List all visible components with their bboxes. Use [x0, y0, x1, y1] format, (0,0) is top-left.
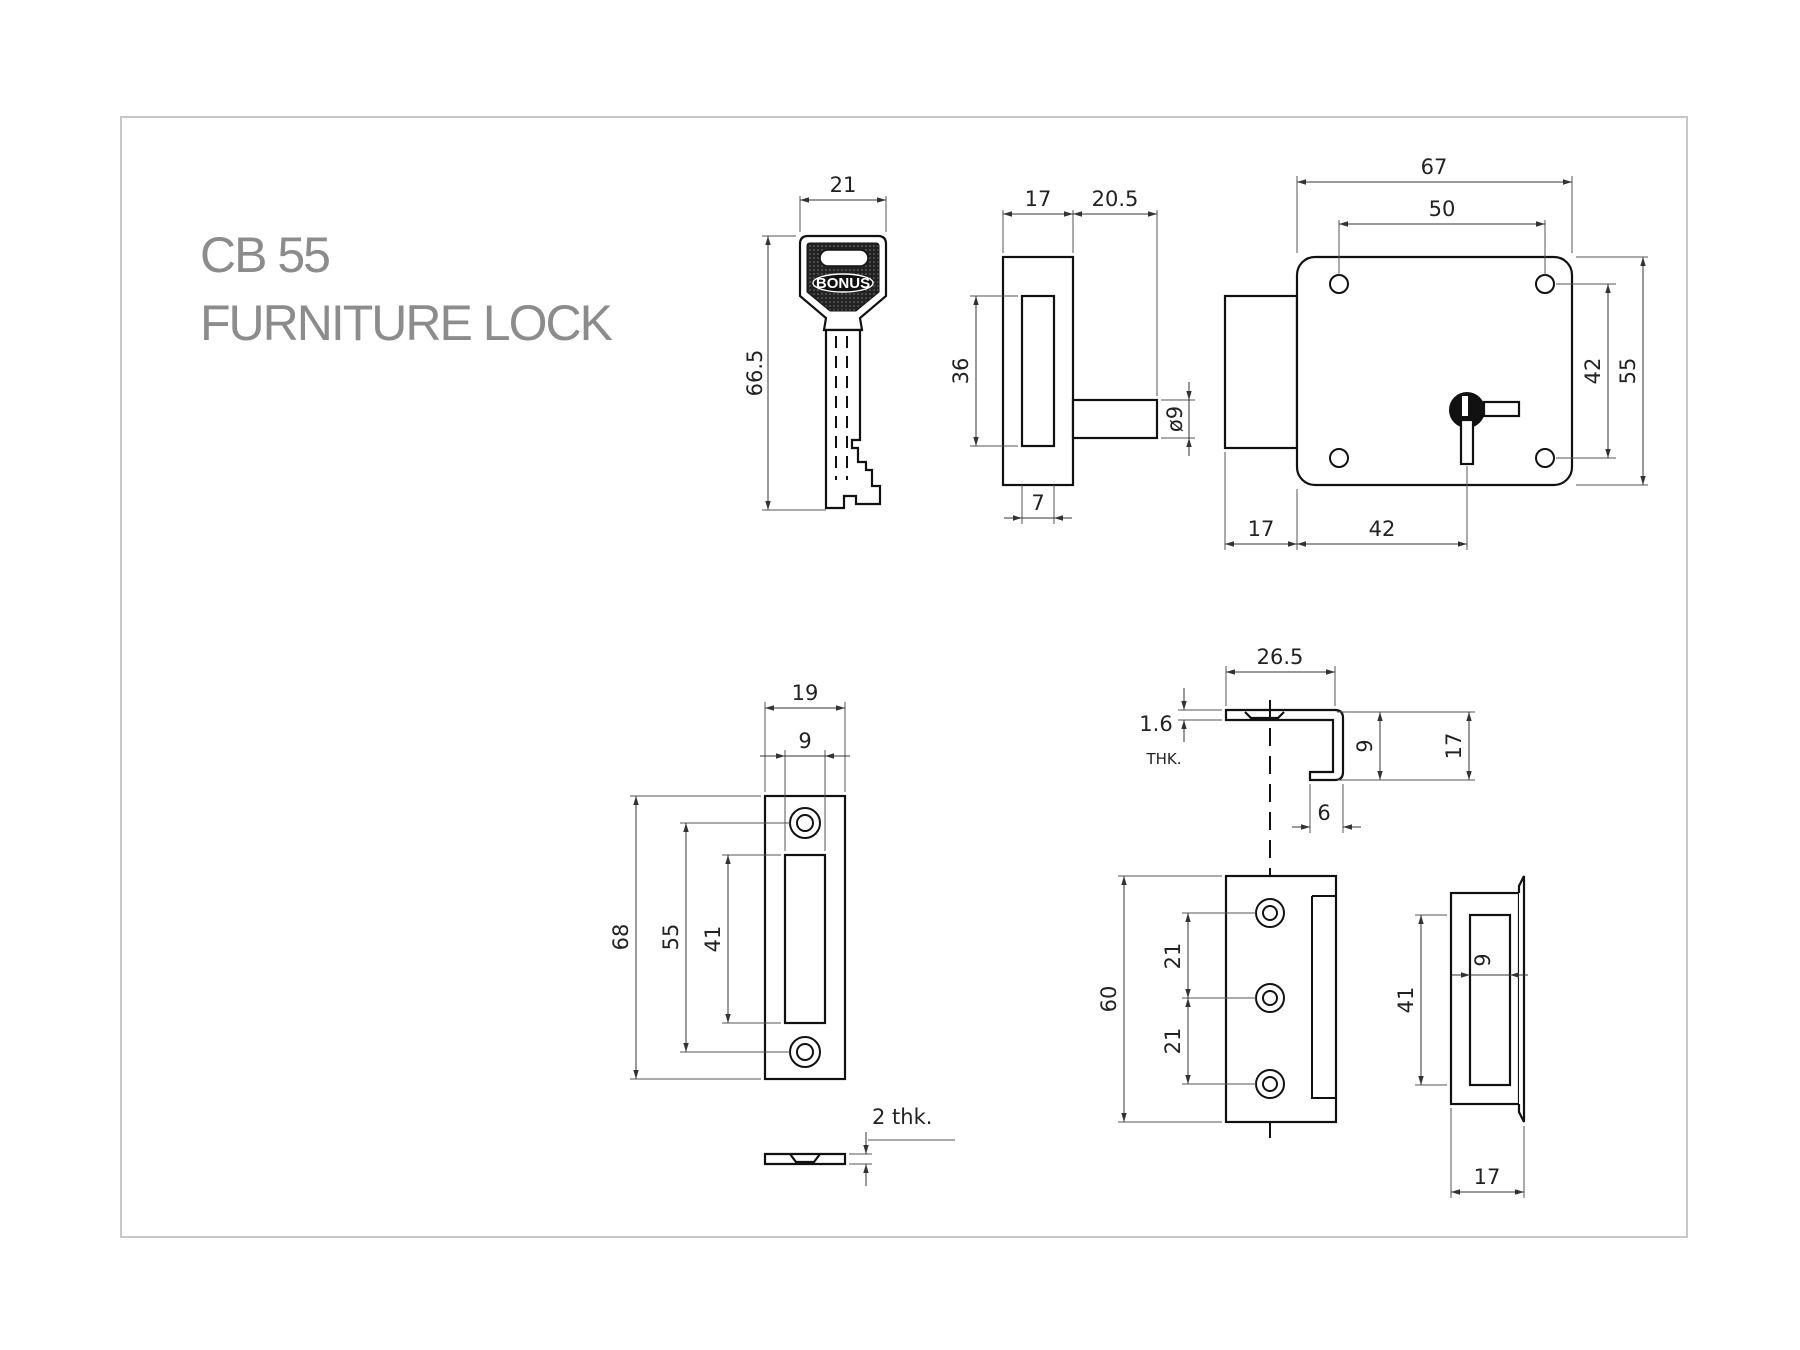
bonus-logo-text: BONUS: [816, 275, 870, 292]
key-blade: [824, 328, 882, 510]
strike-thickness-label: 2 thk.: [872, 1105, 932, 1129]
box-strike-end-opening: [1468, 913, 1512, 1087]
key-bow-hole: [819, 249, 869, 267]
hole-spacing-x-label: 50: [1429, 197, 1456, 221]
strike-hole-top-inner: [796, 814, 814, 832]
box-strike-spacing-lower-label: 21: [1161, 1028, 1185, 1055]
box-strike-slot-length-label: 41: [1394, 987, 1418, 1014]
strike-hole-spacing-label: 55: [659, 924, 683, 951]
box-strike-spacing-upper-label: 21: [1161, 943, 1185, 970]
bolt-width-label: 7: [1031, 491, 1044, 515]
box-strike-height-label: 60: [1097, 986, 1121, 1013]
bolt-height-label: 36: [949, 358, 973, 385]
box-strike-hole-2-inner: [1262, 990, 1278, 1006]
box-strike-slot-width-label: 9: [1471, 953, 1495, 966]
key-width-label: 21: [830, 173, 857, 197]
box-strike-front: [1224, 874, 1338, 1124]
box-strike-view: 26.5 1.6 THK. 9 17 6 60 21 21 41 9 17: [1097, 645, 1528, 1198]
product-code: CB 55: [200, 227, 331, 283]
keyhole-offset-label: 42: [1369, 517, 1396, 541]
box-strike-end-depth-label: 17: [1474, 1165, 1501, 1189]
box-strike-hole-3-inner: [1262, 1076, 1278, 1092]
strike-hole-bottom-inner: [796, 1043, 814, 1061]
product-name: FURNITURE LOCK: [200, 295, 613, 351]
spindle-length-label: 20.5: [1092, 187, 1139, 211]
side-depth-label: 17: [1025, 187, 1052, 211]
lock-side-view: 17 20.5 36 ø9 7: [949, 187, 1195, 524]
box-strike-lip-label: 6: [1317, 801, 1330, 825]
box-strike-return: [1311, 895, 1336, 1099]
box-strike-thickness-label: 1.6: [1139, 712, 1172, 736]
strike-plate-edge-view: [763, 1152, 847, 1166]
lock-bolt-projection: [1223, 294, 1299, 450]
box-strike-inner-gap-label: 9: [1353, 739, 1377, 752]
spindle: [1071, 398, 1159, 440]
box-strike-top-width-label: 26.5: [1257, 645, 1304, 669]
strike-slot-width-label: 9: [798, 729, 811, 753]
key-view: BONUS 21 66.5: [743, 173, 888, 511]
keyhole-bit: [1462, 396, 1468, 416]
strike-plate-view: 19 9 68 55 41 2 thk.: [609, 681, 955, 1186]
box-strike-profile: [1224, 708, 1345, 782]
bolt-side: [1020, 294, 1056, 448]
box-strike-hole-1-inner: [1262, 905, 1278, 921]
strike-slot-length-label: 41: [701, 926, 725, 953]
lock-front-view: 67 50 42 55 17 42: [1223, 155, 1648, 550]
lock-case-front: [1295, 255, 1574, 487]
strike-slot: [783, 853, 827, 1025]
mounting-hole-bottom-right: [1535, 448, 1555, 468]
box-strike-end-flange: [1517, 875, 1526, 1123]
overall-width-label: 67: [1421, 155, 1448, 179]
bonus-logo: [812, 273, 874, 293]
overall-height-label: 55: [1616, 358, 1640, 385]
mounting-hole-bottom-left: [1329, 448, 1349, 468]
keyhole-slot: [1459, 418, 1475, 466]
projection-label: 17: [1248, 517, 1275, 541]
box-strike-thickness-suffix: THK.: [1145, 750, 1181, 768]
key-length-label: 66.5: [743, 350, 767, 397]
spindle-diameter-label: ø9: [1163, 406, 1187, 432]
strike-width-label: 19: [792, 681, 819, 705]
strike-height-label: 68: [609, 924, 633, 951]
keyhole-tab: [1482, 400, 1521, 418]
hole-spacing-y-label: 42: [1581, 358, 1605, 385]
box-strike-depth-label: 17: [1442, 733, 1466, 760]
